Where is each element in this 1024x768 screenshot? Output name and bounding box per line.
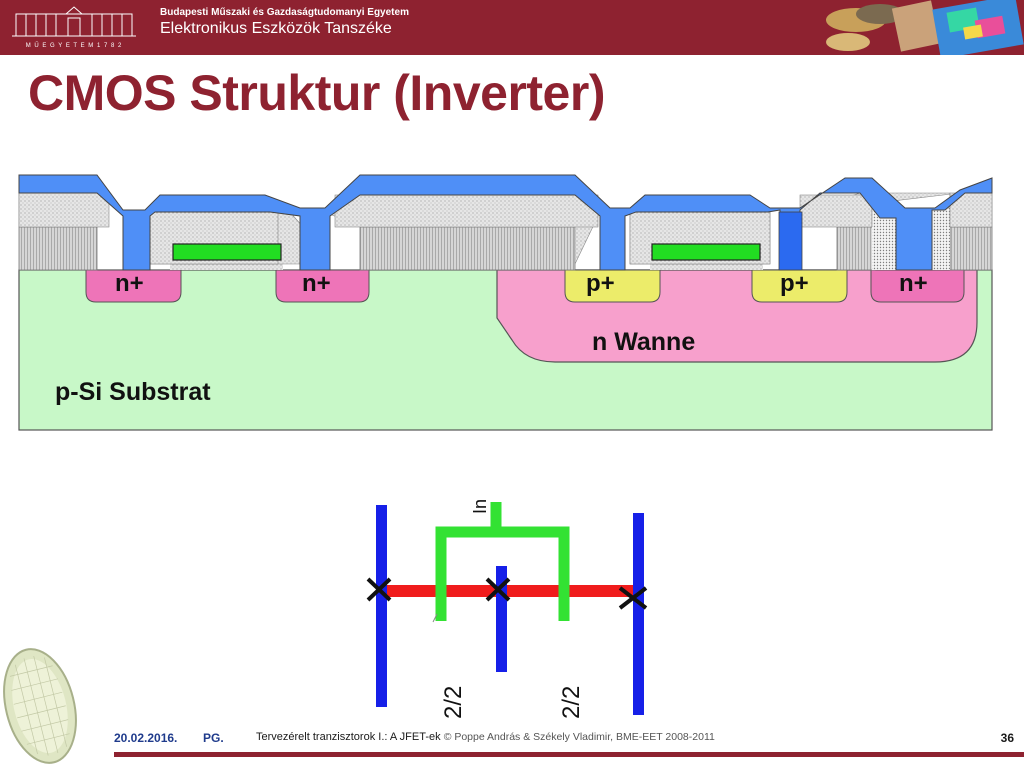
university-name: Budapesti Műszaki és Gazdaságtudomanyi E… [160, 7, 409, 18]
slide-title: CMOS Struktur (Inverter) [28, 65, 605, 121]
label-n-plus-2: n+ [302, 270, 331, 297]
footer-course-line: Tervezérelt tranzisztorok I.: A JFET-ek … [256, 731, 715, 743]
input-label: In [470, 499, 490, 514]
p-plus-diffusion-2 [751, 269, 848, 303]
contact-marks [366, 577, 648, 610]
department-name: Elektronikus Eszközök Tanszéke [160, 20, 392, 37]
transistor-size-label-2: 2/2 [558, 686, 585, 719]
p-plus-diffusion-1 [564, 269, 661, 303]
label-p-plus-1: p+ [586, 270, 615, 297]
footer-rule [114, 752, 1024, 757]
footer-date: 20.02.2016. [114, 731, 178, 745]
label-p-plus-2: p+ [780, 270, 809, 297]
metal-line-left [376, 505, 387, 707]
page-number: 36 [1000, 731, 1014, 745]
transistor-size-label-1: 2/2 [440, 686, 467, 719]
wafer-chips-photo [818, 0, 1024, 55]
label-substrate: p-Si Substrat [55, 378, 211, 406]
footer-author: PG. [203, 731, 224, 745]
n-plus-diffusion-2 [275, 269, 370, 303]
nmos-gate [172, 243, 282, 261]
metal-line-right [633, 513, 644, 715]
label-n-well: n Wanne [592, 328, 695, 356]
metal-layer [18, 174, 993, 271]
metal-line-middle [496, 566, 507, 672]
header-bar: M Ű E G Y E T E M 1 7 8 2 Budapesti Műsz… [0, 0, 1024, 55]
n-plus-diffusion-1 [85, 269, 182, 303]
inverter-layout: In 2/2 2/2 [366, 499, 648, 719]
diffusion-strip [378, 585, 640, 597]
poly-gate [435, 502, 570, 621]
pmos-gate [651, 243, 761, 261]
cmos-cross-section: n+ n+ p+ p+ n+ n Wanne p-Si Substrat [18, 174, 993, 431]
label-n-plus-1: n+ [115, 270, 144, 297]
university-logo: M Ű E G Y E T E M 1 7 8 2 [6, 4, 142, 50]
footer-course-title: Tervezérelt tranzisztorok I.: A JFET-ek [256, 731, 441, 743]
via-contact-center [778, 211, 803, 271]
field-oxide [18, 226, 993, 271]
footer-copyright: © Poppe András & Székely Vladimir, BME-E… [443, 731, 715, 743]
wafer-photo [3, 648, 77, 764]
logo-caption: M Ű E G Y E T E M 1 7 8 2 [26, 42, 123, 49]
n-plus-diffusion-3 [870, 269, 965, 303]
label-n-plus-3: n+ [899, 270, 928, 297]
